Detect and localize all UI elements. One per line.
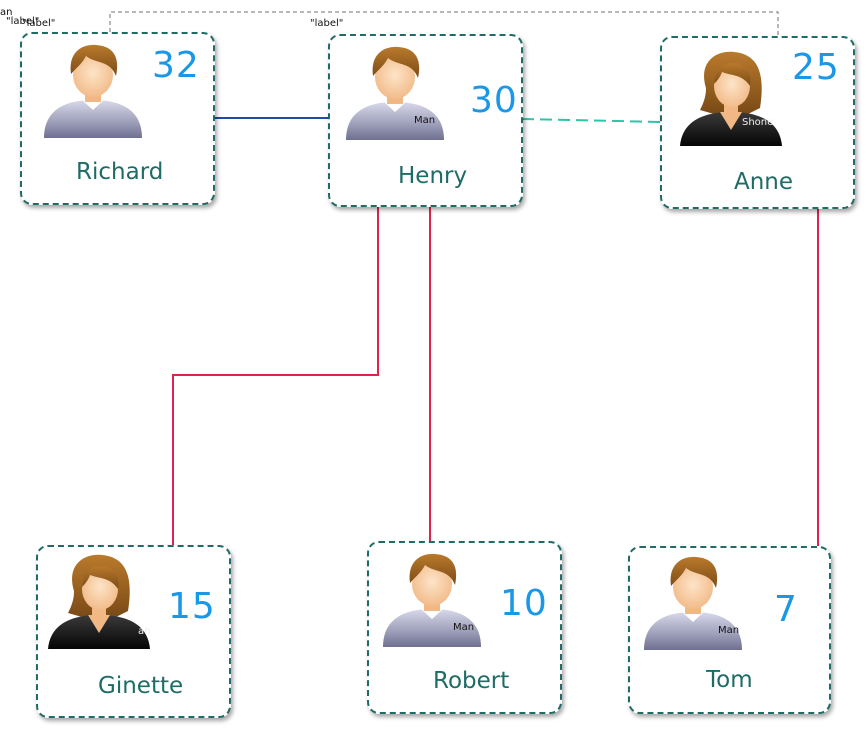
person-name: Henry [398, 163, 468, 189]
avatar-caption: Man [414, 115, 436, 126]
edge-henry-ginette [172, 206, 379, 547]
man-avatar-icon [340, 42, 450, 142]
person-node-richard[interactable]: 32 Richard [20, 32, 215, 205]
person-node-ginette[interactable]: an 15 Ginette [36, 545, 231, 718]
person-node-robert[interactable]: Man 10 Robert [367, 541, 562, 714]
stray-label: an [0, 7, 13, 18]
person-age: 15 [168, 586, 216, 627]
person-age: 30 [470, 80, 518, 121]
person-node-tom[interactable]: Man 7 Tom [628, 546, 831, 714]
edge-richard-anne [109, 11, 779, 36]
person-age: 32 [152, 45, 200, 86]
avatar-caption: an [138, 626, 151, 637]
person-name: Robert [433, 668, 510, 694]
person-age: 7 [774, 589, 798, 630]
avatar-caption: Shone [742, 117, 774, 128]
avatar-caption: Man [453, 622, 475, 633]
stray-label: "label" [310, 18, 344, 29]
edge-henry-anne [521, 118, 663, 123]
stray-label: "label" [6, 16, 40, 27]
person-name: Tom [706, 667, 753, 693]
woman-avatar-icon [676, 48, 786, 148]
person-age: 25 [792, 47, 840, 88]
stray-label: "label" [22, 18, 56, 29]
man-avatar-icon [377, 549, 487, 649]
person-node-henry[interactable]: Man 30 Henry [328, 34, 523, 207]
person-name: Richard [76, 159, 164, 185]
man-avatar-icon [38, 40, 148, 140]
person-name: Anne [734, 169, 794, 195]
person-node-anne[interactable]: Shone 25 Anne [660, 36, 855, 209]
man-avatar-icon [638, 552, 748, 652]
person-name: Ginette [98, 673, 184, 699]
person-age: 10 [500, 583, 548, 624]
avatar-caption: Man [718, 625, 740, 636]
